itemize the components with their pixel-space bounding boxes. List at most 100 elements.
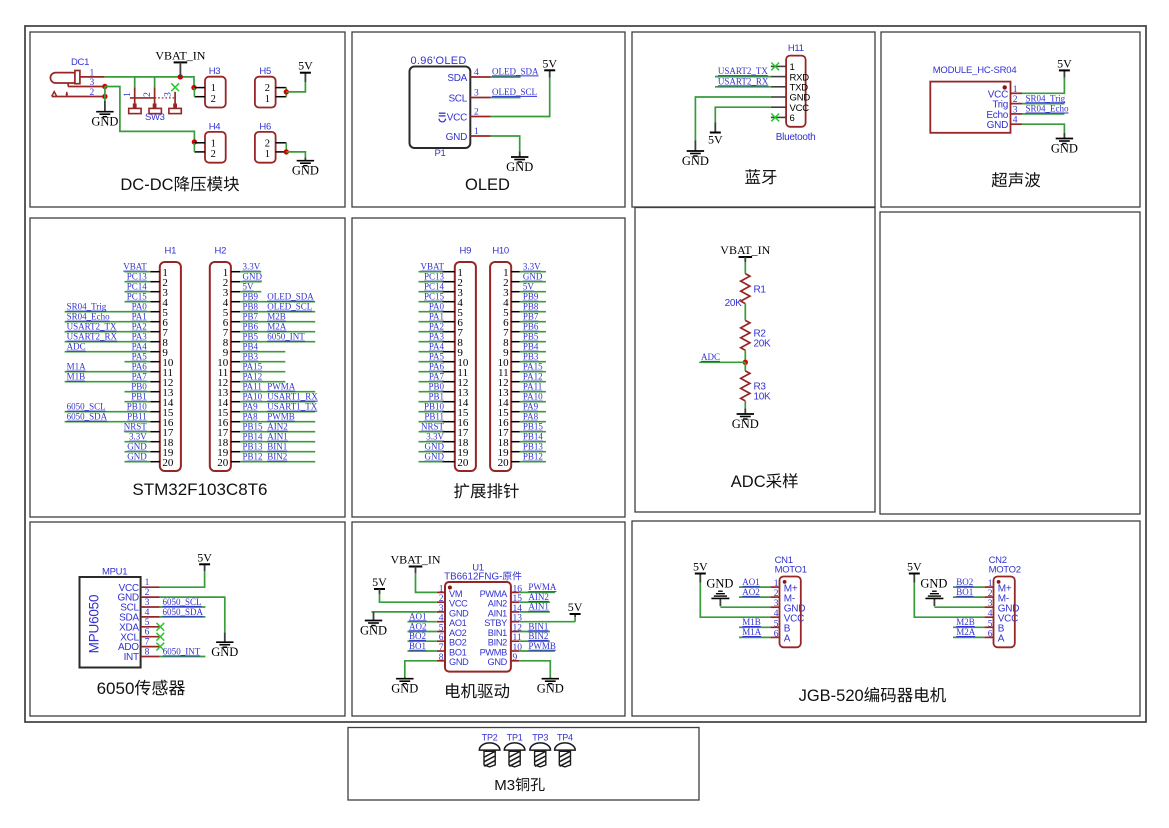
svg-text:SR04_Echo: SR04_Echo bbox=[67, 312, 111, 322]
svg-text:GND: GND bbox=[449, 657, 469, 667]
svg-text:PB4: PB4 bbox=[243, 342, 259, 352]
svg-text:9: 9 bbox=[503, 347, 509, 359]
svg-text:ADO: ADO bbox=[118, 642, 139, 653]
svg-text:AIN1: AIN1 bbox=[488, 608, 507, 618]
svg-text:1: 1 bbox=[145, 578, 150, 588]
svg-text:RXD: RXD bbox=[790, 72, 810, 83]
svg-text:VCC: VCC bbox=[988, 89, 1008, 100]
svg-text:MPU1: MPU1 bbox=[102, 567, 127, 578]
svg-text:12: 12 bbox=[498, 377, 509, 389]
svg-text:GND: GND bbox=[920, 577, 947, 591]
svg-text:13: 13 bbox=[457, 387, 469, 399]
svg-text:5V: 5V bbox=[523, 282, 535, 292]
svg-text:PA0: PA0 bbox=[429, 302, 445, 312]
svg-text:USART2_RX: USART2_RX bbox=[718, 76, 769, 86]
svg-text:1: 1 bbox=[90, 69, 95, 79]
svg-text:BIN2: BIN2 bbox=[488, 638, 507, 648]
svg-text:2: 2 bbox=[162, 277, 168, 289]
svg-text:JGB-520: JGB-520 bbox=[799, 687, 864, 705]
svg-text:TP4: TP4 bbox=[557, 732, 573, 742]
svg-text:M1B: M1B bbox=[67, 372, 86, 382]
svg-text:17: 17 bbox=[498, 427, 510, 439]
svg-text:13: 13 bbox=[498, 387, 510, 399]
svg-text:VBAT: VBAT bbox=[420, 262, 444, 272]
svg-text:PB12: PB12 bbox=[243, 452, 263, 462]
svg-text:VBAT_IN: VBAT_IN bbox=[155, 48, 205, 62]
svg-text:PA2: PA2 bbox=[429, 322, 444, 332]
svg-text:3: 3 bbox=[503, 287, 509, 299]
svg-text:OLED_SDA: OLED_SDA bbox=[492, 67, 539, 77]
svg-text:5V: 5V bbox=[1057, 56, 1072, 70]
svg-text:CN2: CN2 bbox=[989, 555, 1007, 566]
svg-text:PB14: PB14 bbox=[523, 432, 544, 442]
svg-text:AO1: AO1 bbox=[742, 577, 760, 587]
svg-text:PB11: PB11 bbox=[424, 412, 444, 422]
svg-text:USART1_RX: USART1_RX bbox=[267, 392, 318, 402]
svg-text:3: 3 bbox=[457, 287, 463, 299]
svg-text:3.3V: 3.3V bbox=[243, 262, 261, 272]
svg-text:PC14: PC14 bbox=[127, 282, 148, 292]
svg-text:M2B: M2B bbox=[267, 312, 286, 322]
svg-text:6050_INT: 6050_INT bbox=[163, 647, 201, 657]
svg-text:15: 15 bbox=[513, 594, 523, 604]
svg-text:8: 8 bbox=[223, 337, 229, 349]
svg-text:1: 1 bbox=[503, 267, 509, 279]
svg-text:18: 18 bbox=[457, 437, 469, 449]
svg-text:VM: VM bbox=[449, 589, 462, 599]
svg-text:PB0: PB0 bbox=[428, 382, 444, 392]
svg-text:Trig: Trig bbox=[992, 100, 1008, 111]
svg-text:SW3: SW3 bbox=[145, 112, 165, 123]
svg-text:4: 4 bbox=[474, 68, 479, 78]
svg-text:6050_SCL: 6050_SCL bbox=[67, 402, 106, 412]
svg-text:PWMA: PWMA bbox=[480, 589, 509, 599]
svg-text:PB12: PB12 bbox=[523, 452, 543, 462]
svg-text:GND: GND bbox=[732, 417, 759, 431]
svg-text:VBAT: VBAT bbox=[123, 262, 147, 272]
svg-text:PA1: PA1 bbox=[429, 312, 444, 322]
svg-text:11: 11 bbox=[162, 367, 173, 379]
svg-text:6050_SCL: 6050_SCL bbox=[163, 597, 202, 607]
svg-text:PB11: PB11 bbox=[127, 412, 147, 422]
svg-text:MPU6050: MPU6050 bbox=[87, 595, 102, 654]
svg-text:GND: GND bbox=[506, 160, 533, 174]
svg-text:PA5: PA5 bbox=[429, 352, 445, 362]
svg-text:GND: GND bbox=[790, 93, 811, 104]
svg-text:H9: H9 bbox=[460, 246, 472, 257]
svg-text:3: 3 bbox=[162, 287, 168, 299]
svg-text:2: 2 bbox=[265, 138, 270, 149]
svg-text:GND: GND bbox=[523, 272, 543, 282]
svg-text:1: 1 bbox=[162, 267, 168, 279]
svg-text:USART2_TX: USART2_TX bbox=[718, 66, 768, 76]
svg-text:10K: 10K bbox=[754, 392, 772, 403]
svg-text:2: 2 bbox=[439, 594, 444, 604]
svg-text:20: 20 bbox=[498, 457, 510, 469]
svg-text:PA12: PA12 bbox=[243, 372, 263, 382]
svg-text:OLED_SCL: OLED_SCL bbox=[492, 87, 537, 97]
svg-text:GND: GND bbox=[211, 645, 238, 659]
svg-text:6: 6 bbox=[145, 628, 150, 638]
svg-text:MOTO2: MOTO2 bbox=[989, 565, 1021, 576]
svg-text:H1: H1 bbox=[165, 246, 177, 257]
svg-text:PA11: PA11 bbox=[243, 382, 262, 392]
svg-text:Echo: Echo bbox=[986, 110, 1008, 121]
svg-text:PA9: PA9 bbox=[243, 402, 259, 412]
svg-text:M1B: M1B bbox=[742, 617, 761, 627]
svg-text:GND: GND bbox=[425, 442, 445, 452]
svg-text:H4: H4 bbox=[209, 122, 221, 133]
svg-text:PA3: PA3 bbox=[429, 332, 445, 342]
svg-text:3: 3 bbox=[439, 604, 444, 614]
svg-text:H6: H6 bbox=[259, 122, 271, 133]
svg-text:M+: M+ bbox=[784, 583, 798, 594]
svg-text:1: 1 bbox=[223, 267, 229, 279]
svg-text:5V: 5V bbox=[298, 59, 313, 73]
svg-text:PB0: PB0 bbox=[131, 382, 147, 392]
svg-text:8: 8 bbox=[162, 337, 168, 349]
svg-text:19: 19 bbox=[217, 447, 229, 459]
svg-text:PA6: PA6 bbox=[429, 362, 445, 372]
svg-text:1: 1 bbox=[265, 94, 270, 105]
svg-text:12: 12 bbox=[162, 377, 173, 389]
svg-text:STM32F103C8T6: STM32F103C8T6 bbox=[132, 480, 267, 499]
svg-text:8: 8 bbox=[503, 337, 509, 349]
svg-text:BIN1: BIN1 bbox=[488, 628, 507, 638]
svg-text:PB4: PB4 bbox=[523, 342, 539, 352]
